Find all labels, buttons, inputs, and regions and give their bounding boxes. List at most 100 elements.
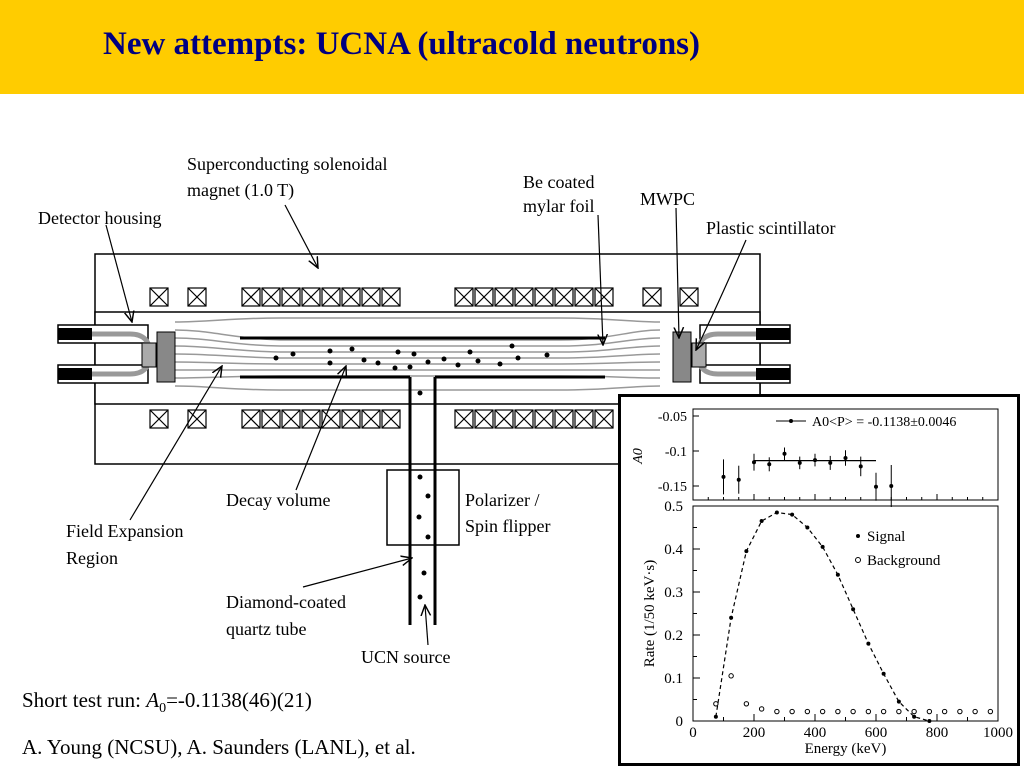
asymmetry-point	[843, 456, 848, 460]
coil-cross	[321, 409, 341, 429]
solenoid-coils	[149, 287, 699, 429]
background-point	[987, 708, 994, 715]
signal-point	[790, 512, 795, 517]
coil-cross	[261, 287, 281, 307]
background-point	[835, 708, 841, 715]
decay-volume-label: Decay volume	[226, 490, 331, 510]
background-point	[789, 708, 795, 715]
signal-point	[896, 699, 901, 704]
label-arrows	[105, 204, 747, 646]
coil-cross	[187, 409, 207, 429]
coil-cross	[241, 409, 261, 429]
quartz-label-line1: Diamond-coated	[226, 592, 346, 612]
background-point	[911, 708, 917, 715]
be-foil-label-line2: mylar foil	[523, 196, 595, 216]
coil-cross	[554, 287, 574, 307]
magnet-label-line1: Superconducting solenoidal	[187, 154, 388, 174]
short-run-value: =-0.1138(46)(21)	[166, 688, 312, 712]
signal-point	[744, 549, 749, 554]
signal-point	[851, 607, 856, 612]
background-point	[728, 673, 734, 679]
coil-cross	[149, 409, 169, 429]
detector-housing-left	[57, 324, 176, 384]
x-tick-label: 800	[926, 725, 949, 741]
coil-cross	[594, 409, 614, 429]
asymmetry-point	[736, 477, 741, 482]
signal-point	[866, 641, 871, 646]
coil-cross	[361, 287, 381, 307]
x-tick-label: 200	[743, 725, 766, 741]
asymmetry-point	[797, 460, 802, 465]
field-expansion-label-line1: Field Expansion	[66, 521, 184, 541]
coil-cross	[187, 287, 207, 307]
asymmetry-point	[889, 484, 894, 488]
y-tick-label: 0.5	[664, 499, 683, 515]
short-test-run-text: Short test run: A0=-0.1138(46)(21)	[22, 688, 312, 717]
coil-cross	[679, 287, 699, 307]
coil-cross	[534, 409, 554, 429]
x-tick-label: 0	[689, 725, 697, 741]
signal-point	[729, 615, 734, 620]
background-point	[758, 706, 765, 712]
background-point	[743, 701, 750, 707]
title-bar: New attempts: UCNA (ultracold neutrons)	[0, 0, 1024, 94]
coil-cross	[534, 287, 554, 307]
legend-marker	[789, 419, 793, 423]
background-point	[774, 708, 780, 715]
signal-point	[835, 572, 840, 577]
coil-cross	[149, 287, 169, 307]
polarizer-label-line1: Polarizer /	[465, 490, 540, 510]
coil-cross	[574, 287, 594, 307]
coil-cross	[361, 409, 381, 429]
background-point	[713, 701, 719, 707]
mwpc-detector	[672, 331, 692, 383]
background-point	[972, 708, 978, 715]
coil-cross	[261, 409, 281, 429]
coil-cross	[554, 409, 574, 429]
coil-cross	[514, 409, 534, 429]
y-tick-label: 0	[676, 714, 684, 730]
asymmetry-ylabel: A0	[631, 448, 646, 465]
coil-cross	[301, 287, 321, 307]
background-point	[850, 708, 856, 715]
background-point	[926, 708, 933, 715]
coil-cross	[281, 409, 301, 429]
coil-cross	[514, 287, 534, 307]
background-point	[819, 708, 826, 715]
coil-cross	[642, 287, 662, 307]
x-tick-label: 400	[804, 725, 827, 741]
coil-cross	[381, 287, 401, 307]
signal-point	[805, 525, 810, 530]
asymmetry-point	[858, 464, 863, 469]
slide-title: New attempts: UCNA (ultracold neutrons)	[103, 26, 700, 62]
signal-point	[881, 671, 886, 676]
mwpc-label: MWPC	[640, 189, 696, 209]
scintillator-label: Plastic scintillator	[706, 218, 836, 238]
asymmetry-point	[828, 460, 833, 465]
field-lines	[174, 317, 661, 391]
y-tick-label: -0.15	[658, 480, 687, 495]
coil-cross	[474, 287, 494, 307]
rate-xlabel: Energy (keV)	[805, 741, 887, 757]
fit-curve	[715, 511, 930, 722]
coil-cross	[494, 287, 514, 307]
y-tick-label: 0.2	[664, 628, 683, 644]
asymmetry-point	[721, 474, 726, 479]
coil-cross	[341, 287, 361, 307]
background-point	[957, 708, 963, 715]
detector-housing-label: Detector housing	[38, 208, 162, 228]
y-tick-label: -0.05	[658, 410, 687, 425]
signal-point	[774, 510, 779, 515]
coil-cross	[574, 409, 594, 429]
coil-cross	[381, 409, 401, 429]
x-tick-label: 600	[865, 725, 888, 741]
coil-cross	[301, 409, 321, 429]
asymmetry-point	[752, 460, 756, 465]
x-tick-label: 1000	[983, 725, 1013, 741]
polarizer-label-line2: Spin flipper	[465, 516, 551, 536]
legend-signal-label: Signal	[867, 529, 905, 545]
